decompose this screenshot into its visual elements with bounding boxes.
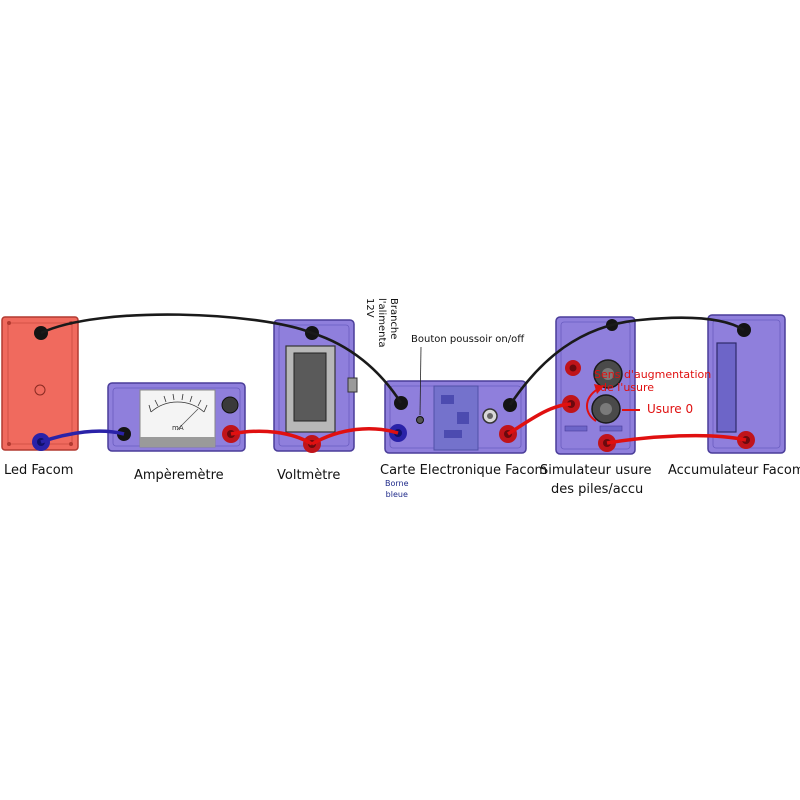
- blue-terminal-note: Borne bleue: [385, 479, 409, 499]
- wire-red-voltmeter-card: [311, 427, 399, 446]
- wire-black-top-right: [508, 316, 745, 406]
- pushbutton-annotation: Bouton poussoir on/off: [411, 334, 525, 345]
- simulator-label-line1: Simulateur usure: [540, 463, 652, 478]
- wear-direction-annotation: Sens d'augmentation de l'usure: [594, 368, 712, 394]
- voltmeter-module: [273, 319, 358, 453]
- power-jack: [347, 377, 358, 393]
- ammeter-adjust-knob: [221, 396, 239, 414]
- wire-red-card-simulator: [507, 402, 572, 436]
- electronic-card-module: [384, 380, 527, 454]
- accumulator-module: [707, 314, 786, 454]
- wear-zero-annotation: Usure 0: [647, 402, 694, 416]
- led-facom-module: [1, 316, 79, 451]
- wire-red-simulator-accumulator: [606, 433, 747, 445]
- power-supply-annotation: Branche l'alimenta 12V: [364, 298, 399, 348]
- led-indicator: [34, 384, 46, 396]
- voltmeter-label: Voltmètre: [277, 468, 341, 483]
- accumulator-label: Accumulateur Facom: [668, 463, 800, 478]
- pushbutton-pointer: [419, 346, 422, 416]
- pushbutton: [416, 416, 424, 424]
- circuit-board: [433, 385, 479, 451]
- wire-black-top-left: [40, 313, 403, 404]
- battery-holder: [716, 342, 737, 433]
- ammeter-module: [107, 382, 246, 452]
- simulator-label-line2: des piles/accu: [551, 482, 644, 497]
- led-facom-label: Led Facom: [4, 463, 74, 478]
- ammeter-label: Ampèremètre: [134, 468, 224, 483]
- electronic-card-label: Carte Electronique Facom: [380, 463, 548, 478]
- wire-red-ammeter-voltmeter: [230, 429, 313, 446]
- wear-direction-arrowhead: [594, 384, 604, 394]
- wire-blue-led-ammeter: [40, 429, 125, 444]
- ammeter-unit: mA: [172, 424, 184, 432]
